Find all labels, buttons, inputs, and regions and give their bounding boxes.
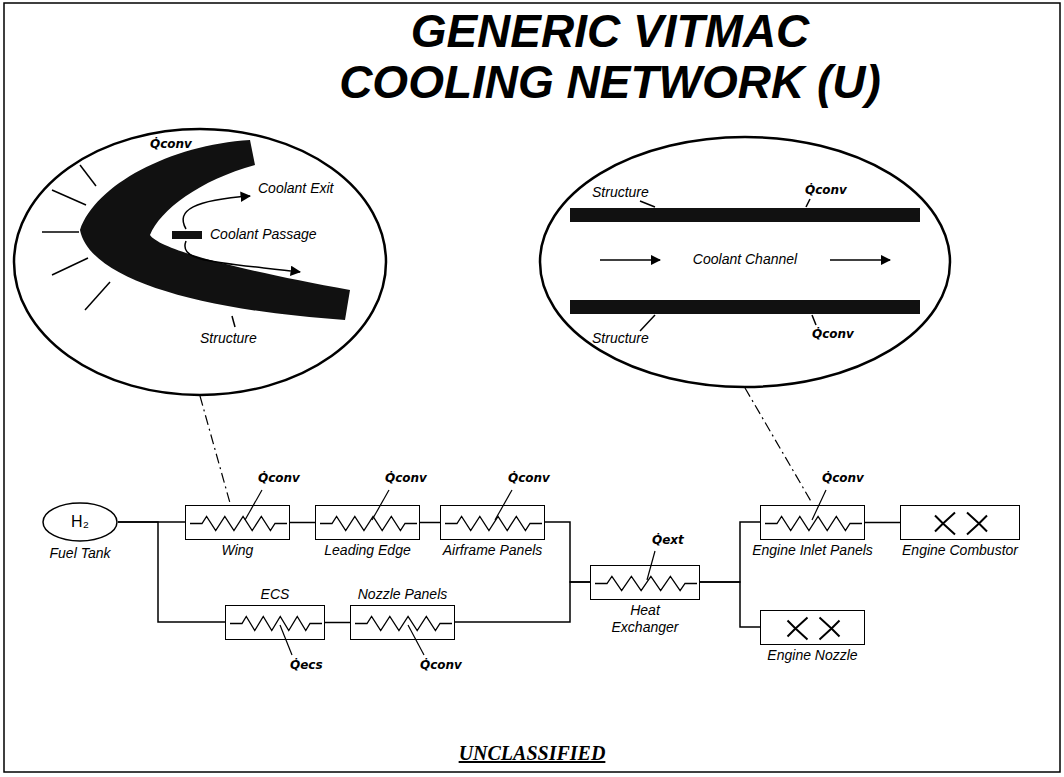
classification-mark: UNCLASSIFIED bbox=[459, 742, 606, 765]
heat-load-label: Q̇conv bbox=[508, 470, 550, 486]
coolant-line bbox=[325, 622, 350, 624]
node-shape bbox=[186, 506, 291, 541]
coolant-line bbox=[290, 522, 315, 524]
title: GENERIC VITMAC COOLING NETWORK (U) bbox=[300, 6, 920, 107]
heat-load-label: Q̇conv bbox=[822, 470, 864, 486]
heat-exchanger-box: Nozzle Panels bbox=[350, 605, 455, 640]
heat-load-label: Q̇conv bbox=[420, 657, 462, 673]
tank-symbol-text: H₂ bbox=[42, 502, 118, 542]
node-label: Engine Inlet Panels bbox=[752, 542, 873, 559]
coil-symbol bbox=[445, 517, 542, 531]
leading-edge-detail bbox=[14, 129, 386, 395]
engine-box: Engine Combustor bbox=[900, 505, 1020, 540]
heat-load-label: Q̇ext bbox=[652, 532, 684, 548]
node-shape bbox=[761, 506, 866, 541]
coil-symbol bbox=[355, 617, 452, 631]
part-label: Coolant Passage bbox=[210, 226, 317, 243]
part-label: Structure bbox=[592, 184, 649, 201]
engine-box: Engine Nozzle bbox=[760, 610, 865, 645]
coolant-line bbox=[118, 522, 225, 622]
node-shape bbox=[316, 506, 421, 541]
part-label: Coolant Exit bbox=[258, 180, 333, 197]
coolant-line bbox=[865, 522, 900, 524]
node-label: Nozzle Panels bbox=[358, 586, 448, 603]
node-label: Engine Combustor bbox=[902, 542, 1018, 559]
node-shape bbox=[591, 566, 701, 601]
coolant-line bbox=[420, 522, 440, 524]
coil-symbol bbox=[595, 577, 697, 591]
engine-symbol bbox=[788, 618, 840, 640]
node-label: Airframe Panels bbox=[443, 542, 543, 559]
heat-load-label: Q̇conv bbox=[812, 326, 854, 342]
channel-detail bbox=[540, 137, 950, 387]
node-shape bbox=[441, 506, 546, 541]
coil-symbol bbox=[190, 517, 287, 531]
heat-exchanger-box: Airframe Panels bbox=[440, 505, 545, 540]
coolant-line bbox=[700, 582, 760, 627]
heat-exchanger-box: Engine Inlet Panels bbox=[760, 505, 865, 540]
tank-outline bbox=[43, 503, 117, 541]
node-label: Fuel Tank bbox=[50, 545, 111, 562]
coil-symbol bbox=[765, 517, 862, 531]
heat-exchanger-box: Leading Edge bbox=[315, 505, 420, 540]
node-label: Wing bbox=[222, 542, 254, 559]
part-label: Structure bbox=[592, 330, 649, 347]
fuel-tank: H₂Fuel Tank bbox=[42, 502, 118, 542]
heat-exchanger-box: ECS bbox=[225, 605, 325, 640]
heat-load-label: Q̇conv bbox=[150, 136, 192, 152]
part-label: Structure bbox=[200, 330, 257, 347]
heat-exchanger-box: Wing bbox=[185, 505, 290, 540]
coolant-line bbox=[455, 582, 590, 622]
node-shape bbox=[761, 611, 866, 646]
node-shape bbox=[226, 606, 326, 641]
node-label: Heat Exchanger bbox=[605, 602, 685, 636]
heat-load-label: Q̇conv bbox=[385, 470, 427, 486]
heat-load-label: Q̇ecs bbox=[290, 657, 323, 673]
node-label: Leading Edge bbox=[324, 542, 410, 559]
coil-symbol bbox=[230, 617, 322, 631]
node-shape bbox=[351, 606, 456, 641]
callout-leaders bbox=[200, 388, 826, 655]
heat-load-label: Q̇conv bbox=[805, 182, 847, 198]
coolant-line bbox=[545, 522, 590, 582]
part-label: Coolant Channel bbox=[693, 251, 797, 268]
coil-symbol bbox=[320, 517, 417, 531]
heat-load-label: Q̇conv bbox=[258, 470, 300, 486]
node-label: Engine Nozzle bbox=[767, 647, 857, 664]
heat-exchanger-box: Heat Exchanger bbox=[590, 565, 700, 600]
node-shape bbox=[901, 506, 1021, 541]
page-frame bbox=[4, 3, 1060, 772]
node-label: ECS bbox=[261, 586, 290, 603]
coolant-line bbox=[700, 522, 760, 582]
engine-symbol bbox=[935, 513, 987, 535]
